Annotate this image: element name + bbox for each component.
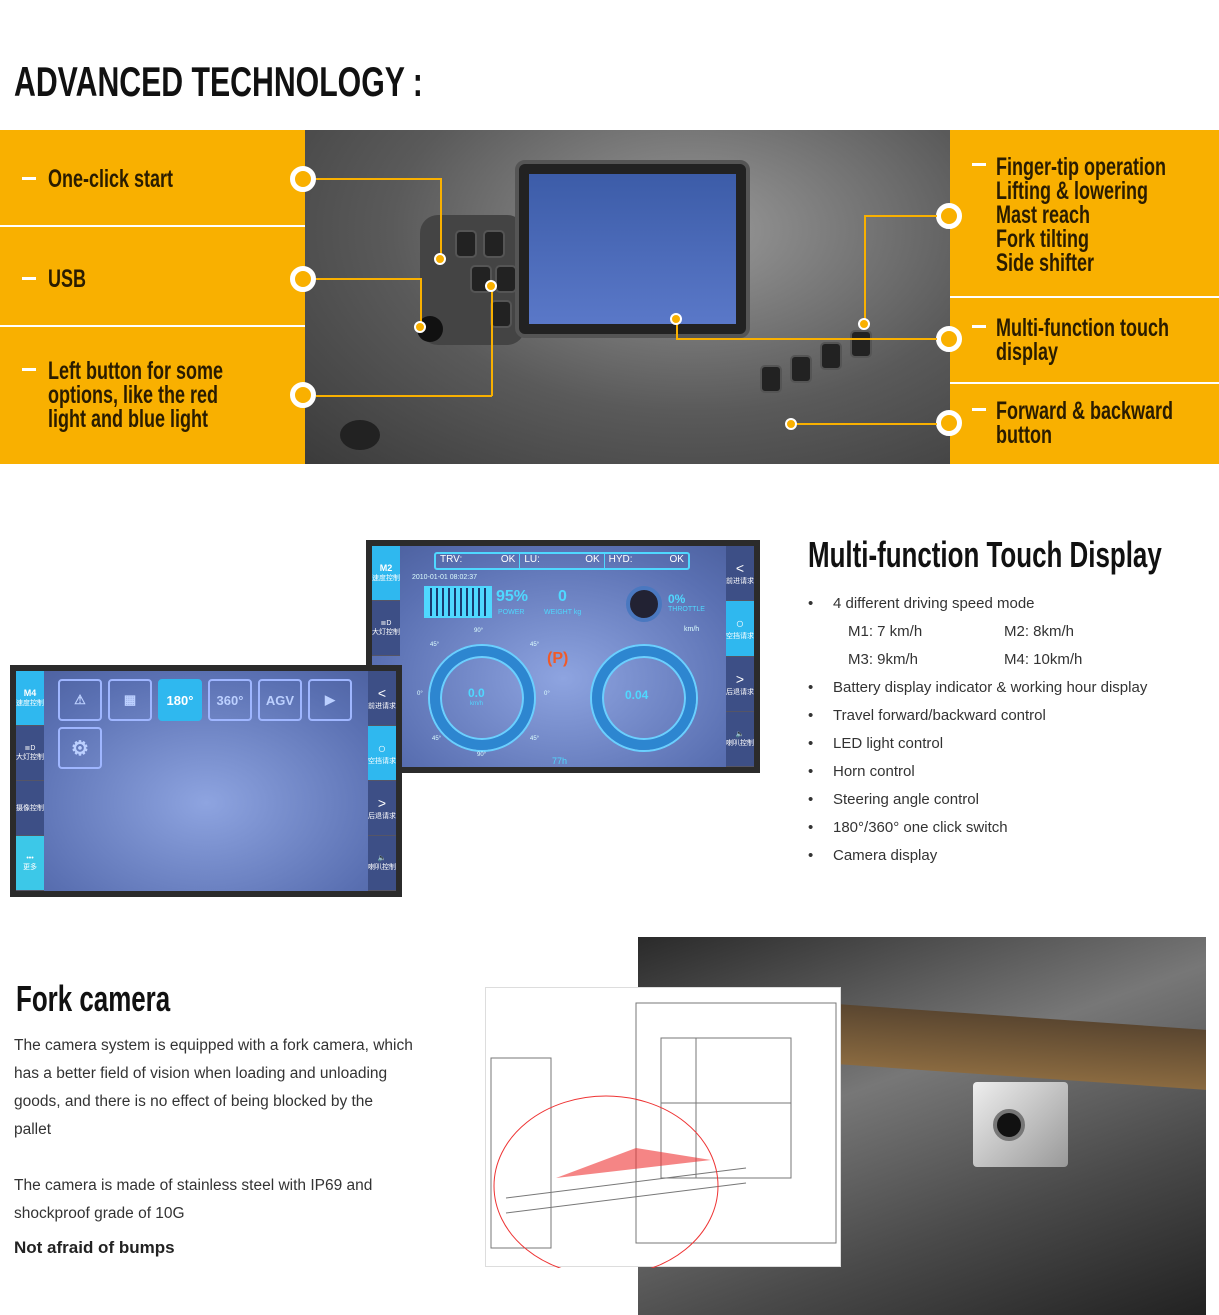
working-hours: 77h: [552, 756, 568, 766]
360-switch-button[interactable]: 360°: [208, 679, 252, 721]
datetime: 2010-01-01 08:02:37: [412, 574, 477, 581]
callout-dot: [290, 166, 316, 192]
parking-brake-icon: (P): [547, 650, 569, 667]
settings-icon[interactable]: ⚙: [58, 727, 102, 769]
reverse-button[interactable]: >后退请求: [368, 781, 396, 836]
feature-one-click-start: One-click start: [48, 165, 174, 193]
battery-indicator: [424, 586, 492, 618]
forward-button[interactable]: <前进请求: [368, 671, 396, 726]
status-bar: TRV:OK LU:OK HYD:OK: [434, 552, 690, 570]
callout-dot: [290, 382, 316, 408]
throttle-icon: [626, 586, 662, 622]
agv-button[interactable]: AGV: [258, 679, 302, 721]
neutral-button[interactable]: ○空挡请求: [726, 601, 754, 657]
horn-button[interactable]: 🔈喇叭控制: [726, 712, 754, 767]
feature-usb: USB: [48, 265, 87, 293]
180-switch-button[interactable]: 180°: [158, 679, 202, 721]
reverse-button[interactable]: >后退请求: [726, 657, 754, 712]
more-button[interactable]: •••更多: [16, 836, 44, 891]
callout-dot: [290, 266, 316, 292]
feature-left-button: Left button for some options, like the r…: [48, 357, 223, 433]
horn-button[interactable]: 🔈喇叭控制: [368, 836, 396, 891]
camera-icon[interactable]: ▶: [308, 679, 352, 721]
speed-gauge: [592, 646, 696, 750]
camera-control-button[interactable]: 摄像控制: [16, 781, 44, 836]
camera-heading: Fork camera: [16, 978, 171, 1019]
fork-camera-diagram: [485, 987, 841, 1277]
dashboard-photo: [305, 130, 950, 464]
callout-dot: [936, 410, 962, 436]
neutral-button[interactable]: ○空挡请求: [368, 726, 396, 781]
layout-icon[interactable]: ▦: [108, 679, 152, 721]
forklift-line-drawing: [490, 1002, 837, 1277]
page-title: ADVANCED TECHNOLOGY :: [14, 58, 423, 105]
callout-dot: [936, 203, 962, 229]
warning-light-icon[interactable]: ⚠: [58, 679, 102, 721]
forward-button[interactable]: <前进请求: [726, 546, 754, 602]
callout-dot: [936, 326, 962, 352]
display-heading: Multi-function Touch Display: [808, 534, 1162, 575]
steering-gauge: [430, 646, 534, 750]
